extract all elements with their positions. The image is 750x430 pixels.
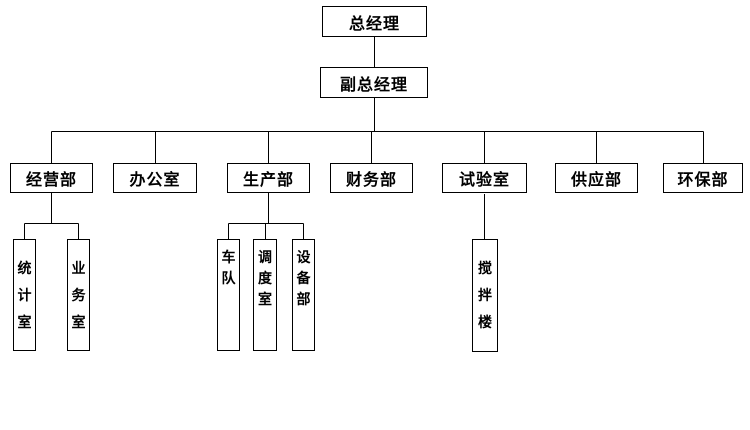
org-box-operations-dept: 经营部 [10,163,93,193]
org-box-supply-dept: 供应部 [555,163,638,193]
statistics-office-label: 统计室 [17,259,32,330]
org-box-office: 办公室 [113,163,197,193]
org-box-general-manager: 总经理 [322,6,427,37]
mixing-tower-label: 搅拌楼 [478,260,492,330]
dispatch-office-label: 调度室 [258,249,272,307]
business-office-label: 业务室 [71,259,86,330]
equipment-dept-label: 设备部 [296,249,311,307]
vehicle-fleet-label: 车队 [221,249,236,286]
org-box-equipment-dept: 设备部 [292,239,315,351]
org-box-deputy-general-manager: 副总经理 [320,67,428,98]
org-box-finance-dept: 财务部 [330,163,413,193]
org-box-dispatch-office: 调度室 [253,239,277,351]
org-box-vehicle-fleet: 车队 [217,239,240,351]
org-box-laboratory: 试验室 [442,163,527,193]
org-box-production-dept: 生产部 [227,163,310,193]
org-box-environmental-dept: 环保部 [663,163,743,193]
org-box-mixing-tower: 搅拌楼 [472,239,498,352]
org-box-business-office: 业务室 [67,239,90,351]
org-box-statistics-office: 统计室 [13,239,36,351]
